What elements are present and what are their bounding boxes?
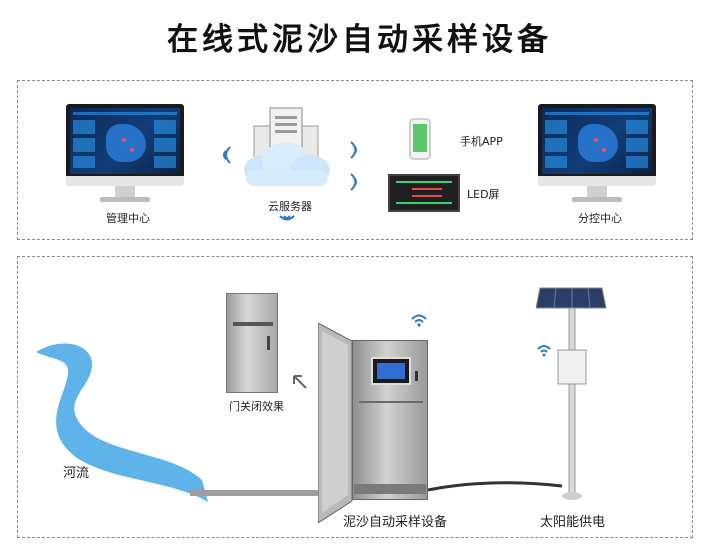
led-screen-label: LED屏 [467,188,500,201]
wifi-icon [537,345,551,357]
arrow-icon [293,375,307,389]
cloud-server-label: 云服务器 [268,200,312,213]
door-closed-label: 门关闭效果 [229,400,284,413]
sampling-device-icon [352,340,428,500]
wifi-icon [279,215,295,221]
solar-power-label: 太阳能供电 [540,515,606,530]
dashboard-screen [542,108,652,174]
dashboard-screen [70,108,180,174]
wifi-icon [350,141,357,159]
cloud-server-icon [244,107,330,186]
network-panel [17,80,693,240]
device-base [354,484,426,494]
wifi-icon [411,314,427,327]
site-panel [17,256,693,538]
river-icon [36,343,208,502]
river-label: 河流 [63,466,90,481]
sampling-device-label: 泥沙自动采样设备 [343,515,448,530]
page-title: 在线式泥沙自动采样设备 [167,22,552,58]
management-monitor [66,104,184,204]
phone-app-label: 手机APP [460,135,503,148]
wifi-icon [223,146,231,164]
cabinet-door-icon [318,323,353,523]
led-screen-icon [388,174,460,212]
branch-monitor [538,104,656,204]
phone-icon [409,118,431,160]
intake-pipe [190,481,563,496]
cabinet-closed-icon [226,293,278,393]
branch-center-label: 分控中心 [578,212,622,225]
wifi-icon [350,173,357,191]
solar-panel-icon [536,287,607,500]
management-center-label: 管理中心 [106,212,150,225]
